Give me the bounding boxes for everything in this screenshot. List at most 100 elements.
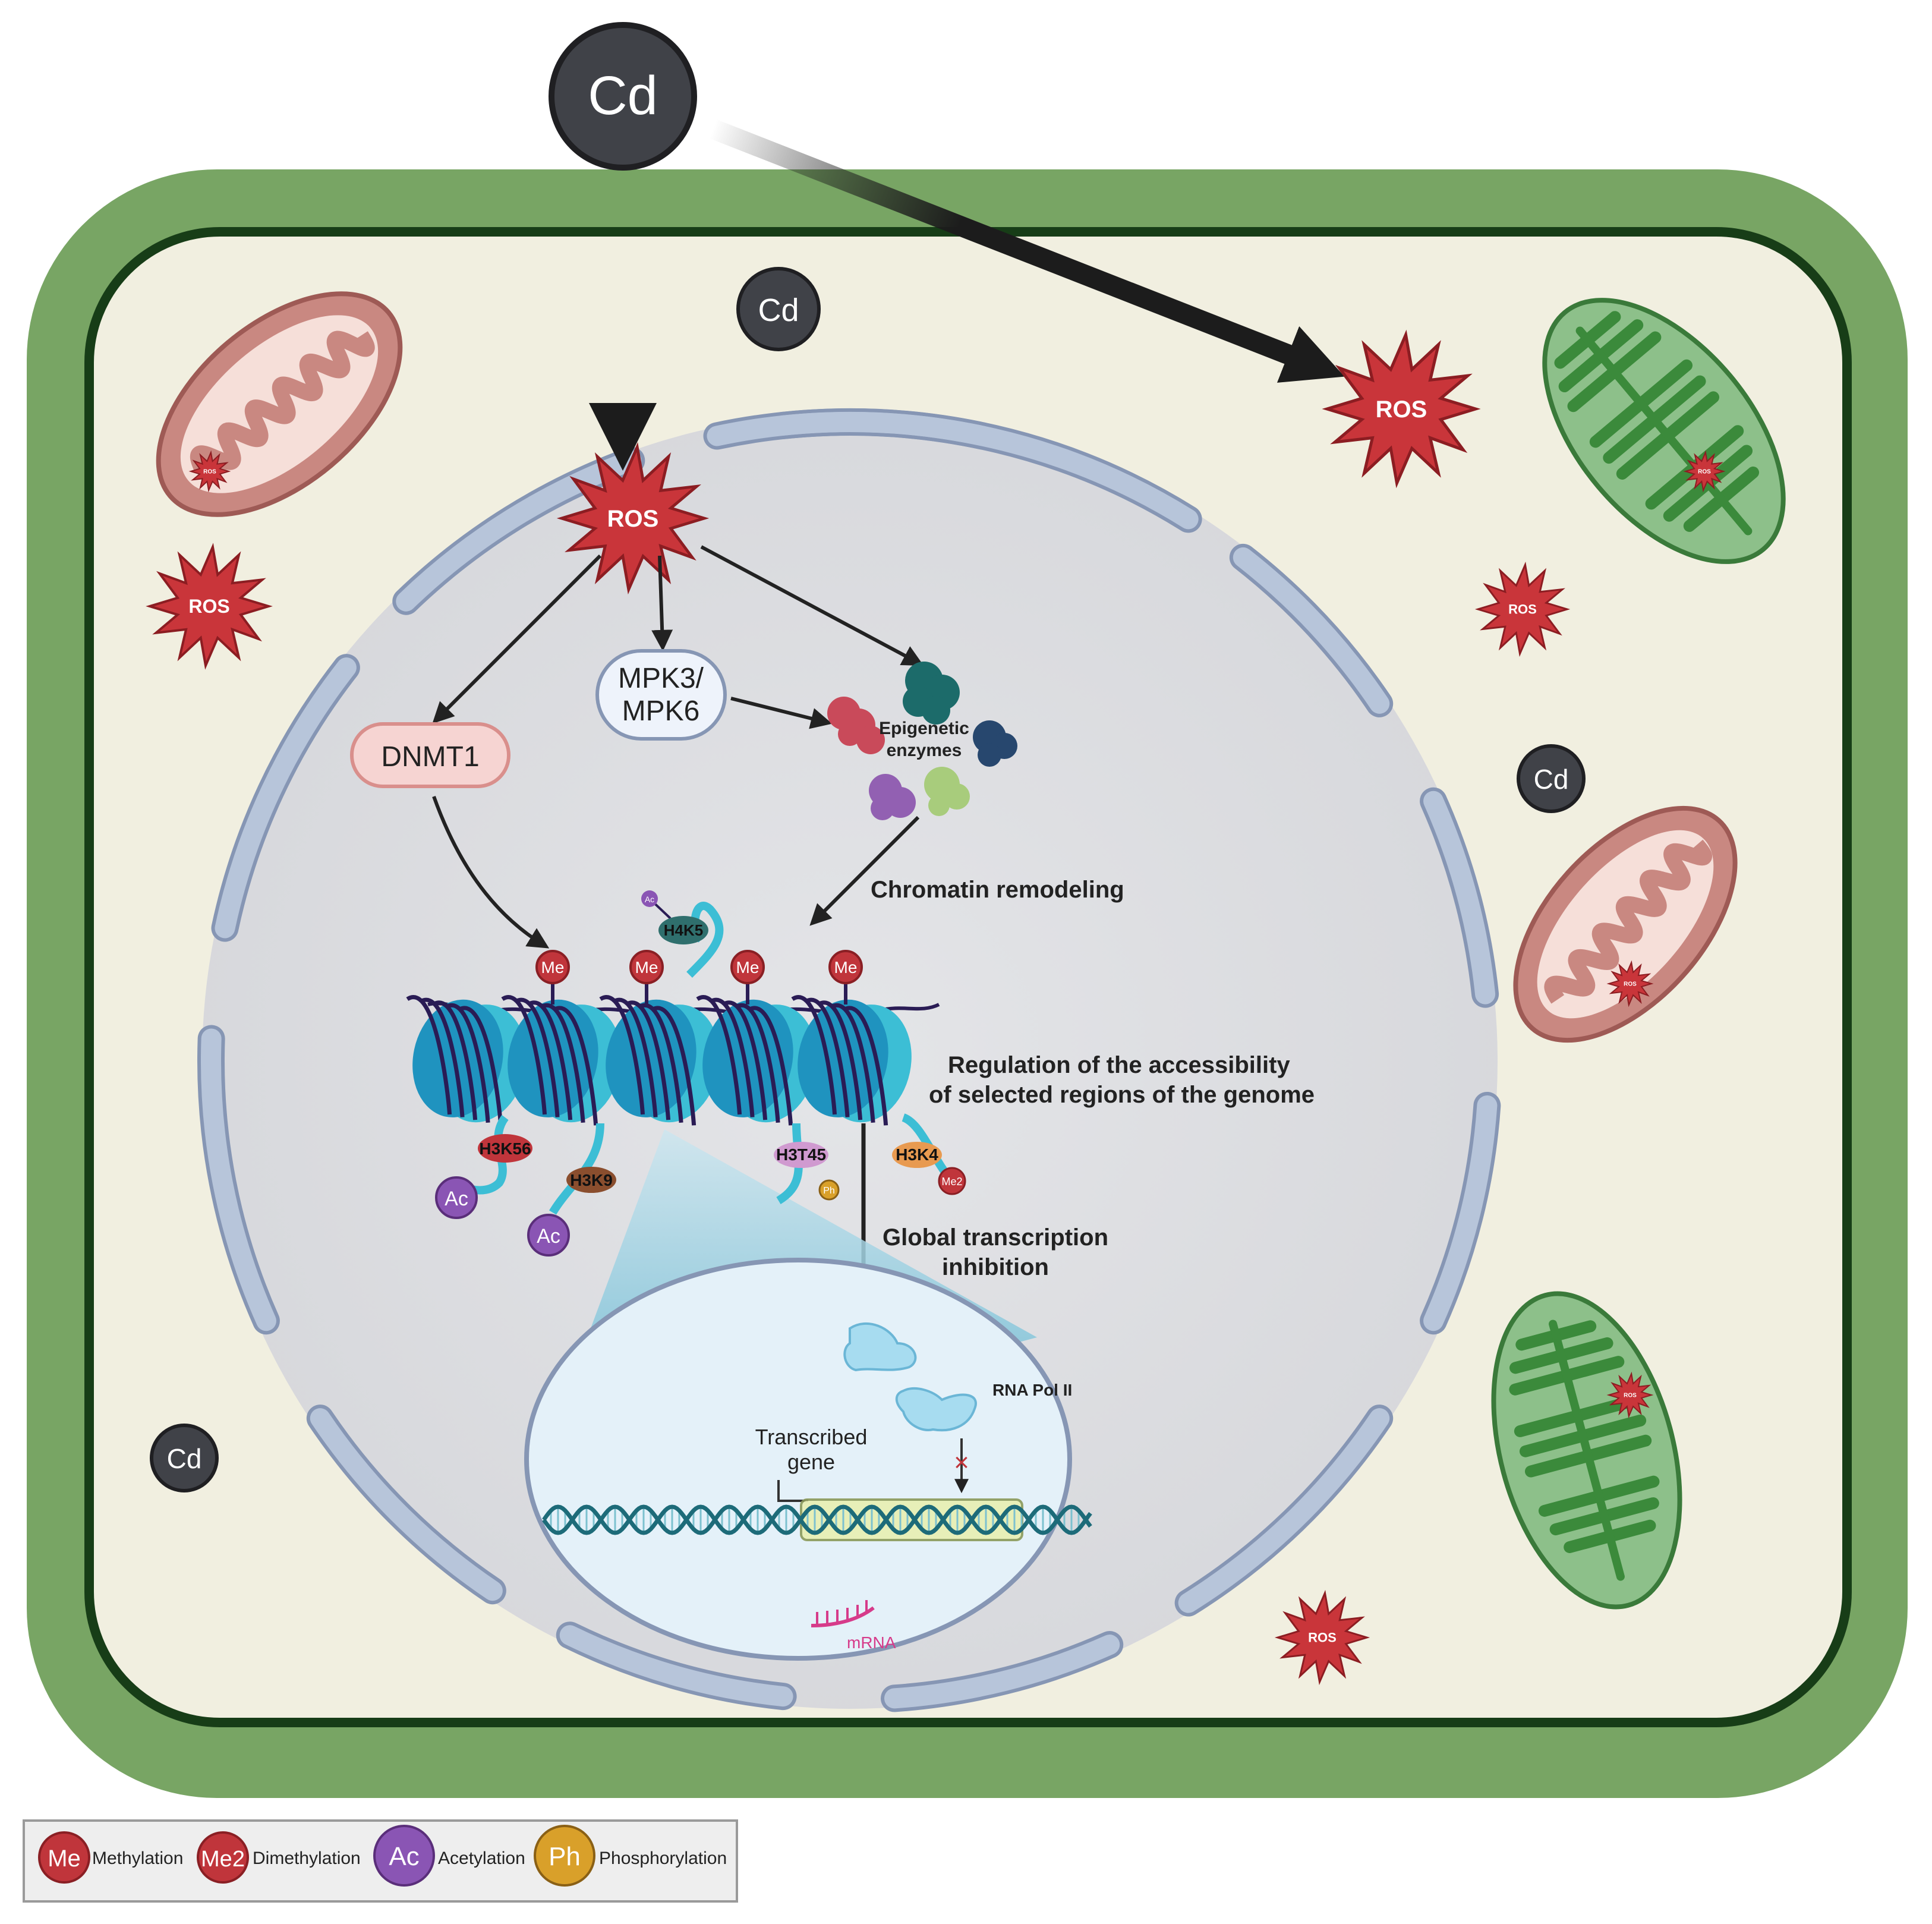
h3k56-mark: H3K56 Ac	[435, 1114, 532, 1219]
chromatin-remodeling-label: Chromatin remodeling	[871, 877, 1124, 903]
transcribed-gene-line2: gene	[787, 1450, 835, 1474]
mitochondrion-right	[1513, 805, 1738, 1043]
nucleosome-1	[406, 995, 527, 1126]
legend-me2-badge: Me2	[201, 1847, 245, 1872]
ros-in-chloro-1: ROS	[1683, 450, 1726, 493]
ros-in-chloro-2: ROS	[1606, 1371, 1654, 1419]
ros-cytoplasm-top-label: ROS	[1376, 396, 1427, 423]
ros-left: ROS	[146, 543, 273, 670]
enzyme-navy	[973, 720, 1017, 767]
regulation-label-line1: Regulation of the accessibility	[948, 1052, 1290, 1078]
enzyme-purple	[869, 774, 916, 820]
enzyme-teal	[903, 662, 960, 725]
legend-me-badge: Me	[48, 1846, 81, 1872]
envelope-segment-inner	[310, 1408, 503, 1601]
h4k5-ac-label: Ac	[645, 895, 654, 904]
h4k5-mark: Ac H4K5	[641, 890, 708, 944]
chloroplast-bottom-right	[1491, 1291, 1682, 1610]
ros-in-mito-1: ROS	[188, 450, 231, 493]
h3t45-mark: H3T45 Ph	[774, 1123, 840, 1204]
ros-bottom-right: ROS	[1274, 1589, 1370, 1686]
cd-small-top: Cd	[736, 267, 821, 351]
transcription-zoom: RNA Pol II Transcribed gene × mRNA	[524, 1258, 1092, 1661]
envelope-segment-inner	[396, 450, 642, 612]
h3k4-label: H3K4	[896, 1145, 938, 1164]
h3k9-label: H3K9	[570, 1171, 613, 1189]
cd-small-top-label: Cd	[758, 292, 799, 328]
ros-to-mpk-arrow	[651, 555, 673, 651]
legend-item-methylation: Me Methylation	[38, 1831, 183, 1884]
me-tag-3-label: Me	[736, 958, 759, 977]
mitochondrion-top-left	[156, 291, 403, 517]
ros-left-label: ROS	[188, 596, 229, 617]
ros-right-small: ROS	[1474, 561, 1571, 657]
ros-cytoplasm-top: ROS	[1322, 329, 1481, 489]
envelope-segment-inner	[884, 1635, 1120, 1709]
cd-main: Cd	[549, 22, 697, 171]
enzymes-to-chromatin-arrow	[809, 815, 920, 926]
nucleosome-2	[501, 995, 622, 1126]
mrna-strand	[811, 1600, 875, 1627]
legend-ph-label: Phosphorylation	[599, 1849, 727, 1868]
ros-to-dnmt1-arrow	[432, 554, 602, 724]
cd-main-label: Cd	[588, 65, 658, 126]
legend-me2-label: Dimethylation	[253, 1849, 361, 1868]
enzyme-red	[827, 697, 885, 754]
ros-right-small-label: ROS	[1508, 602, 1537, 617]
ros-nucleus-label: ROS	[607, 506, 659, 532]
global-inhibition-line2: inhibition	[942, 1254, 1049, 1280]
ros-in-chloro-2-label: ROS	[1624, 1393, 1637, 1399]
ros-to-enzymes-arrow	[700, 545, 924, 666]
h3t45-ph-label: Ph	[823, 1186, 835, 1196]
h3k4-me2-label: Me2	[941, 1176, 962, 1188]
me-tag-2: Me	[629, 950, 664, 1004]
cd-small-left: Cd	[150, 1424, 219, 1492]
global-inhibition-line1: Global transcription	[883, 1224, 1108, 1251]
cd-small-right: Cd	[1517, 744, 1586, 813]
me-tag-4-label: Me	[834, 958, 858, 977]
mpk-label-line2: MPK6	[622, 695, 700, 727]
h3t45-label: H3T45	[776, 1145, 826, 1164]
envelope-segment-inner	[215, 657, 357, 939]
cd-small-right-label: Cd	[1534, 764, 1569, 795]
envelope-segment-inner	[1178, 1408, 1390, 1613]
legend-me-label: Methylation	[92, 1849, 183, 1868]
legend-item-acetylation: Ac Acetylation	[373, 1825, 525, 1887]
cd-small-left-label: Cd	[167, 1443, 202, 1474]
enzyme-green	[924, 767, 970, 816]
dna-double-helix	[542, 1504, 1092, 1535]
nucleosome-3	[599, 995, 720, 1126]
legend-ac-label: Acetylation	[438, 1849, 525, 1868]
me-tag-4: Me	[828, 950, 863, 1004]
me-tag-2-label: Me	[635, 958, 658, 977]
rna-pol-label: RNA Pol II	[992, 1381, 1072, 1399]
regulation-label-line2: of selected regions of the genome	[929, 1082, 1315, 1108]
ros-in-mito-1-label: ROS	[203, 469, 216, 476]
envelope-segment-inner	[201, 1028, 276, 1331]
ros-nucleus: ROS	[556, 442, 710, 595]
mrna-label: mRNA	[847, 1633, 896, 1652]
epigenetic-enzymes: Epigenetic enzymes	[827, 662, 1017, 820]
nucleosome-4	[696, 995, 817, 1126]
h3k9-mark: H3K9 Ac	[527, 1123, 616, 1257]
chloroplast-top-right	[1542, 298, 1786, 564]
legend-ph-badge: Ph	[549, 1842, 581, 1871]
nucleosome-5	[791, 995, 912, 1126]
transcribed-gene-line1: Transcribed	[755, 1425, 868, 1449]
ros-in-mito-2-label: ROS	[1624, 981, 1637, 988]
h3k56-label: H3K56	[479, 1139, 531, 1158]
mpk-label-line1: MPK3/	[618, 663, 704, 694]
envelope-segment-inner	[1423, 791, 1496, 1004]
histone-marks: Me Me Me Me Ac H4K5 H3K56 Ac H3K9 Ac	[435, 890, 966, 1257]
cd-to-cytoplasm-arrow	[706, 118, 1345, 383]
h3k4-mark: H3K4 Me2	[892, 1113, 966, 1195]
epigenetic-label-line1: Epigenetic	[879, 719, 969, 738]
envelope-segment-inner	[707, 412, 993, 446]
dnmt1-node: DNMT1	[350, 722, 510, 788]
dnmt1-to-dna-arrow	[432, 795, 550, 949]
nucleosome-array	[406, 902, 940, 1126]
me-tag-1: Me	[535, 950, 570, 1004]
dnmt1-label: DNMT1	[381, 741, 479, 773]
blocked-mark: ×	[954, 1448, 969, 1477]
